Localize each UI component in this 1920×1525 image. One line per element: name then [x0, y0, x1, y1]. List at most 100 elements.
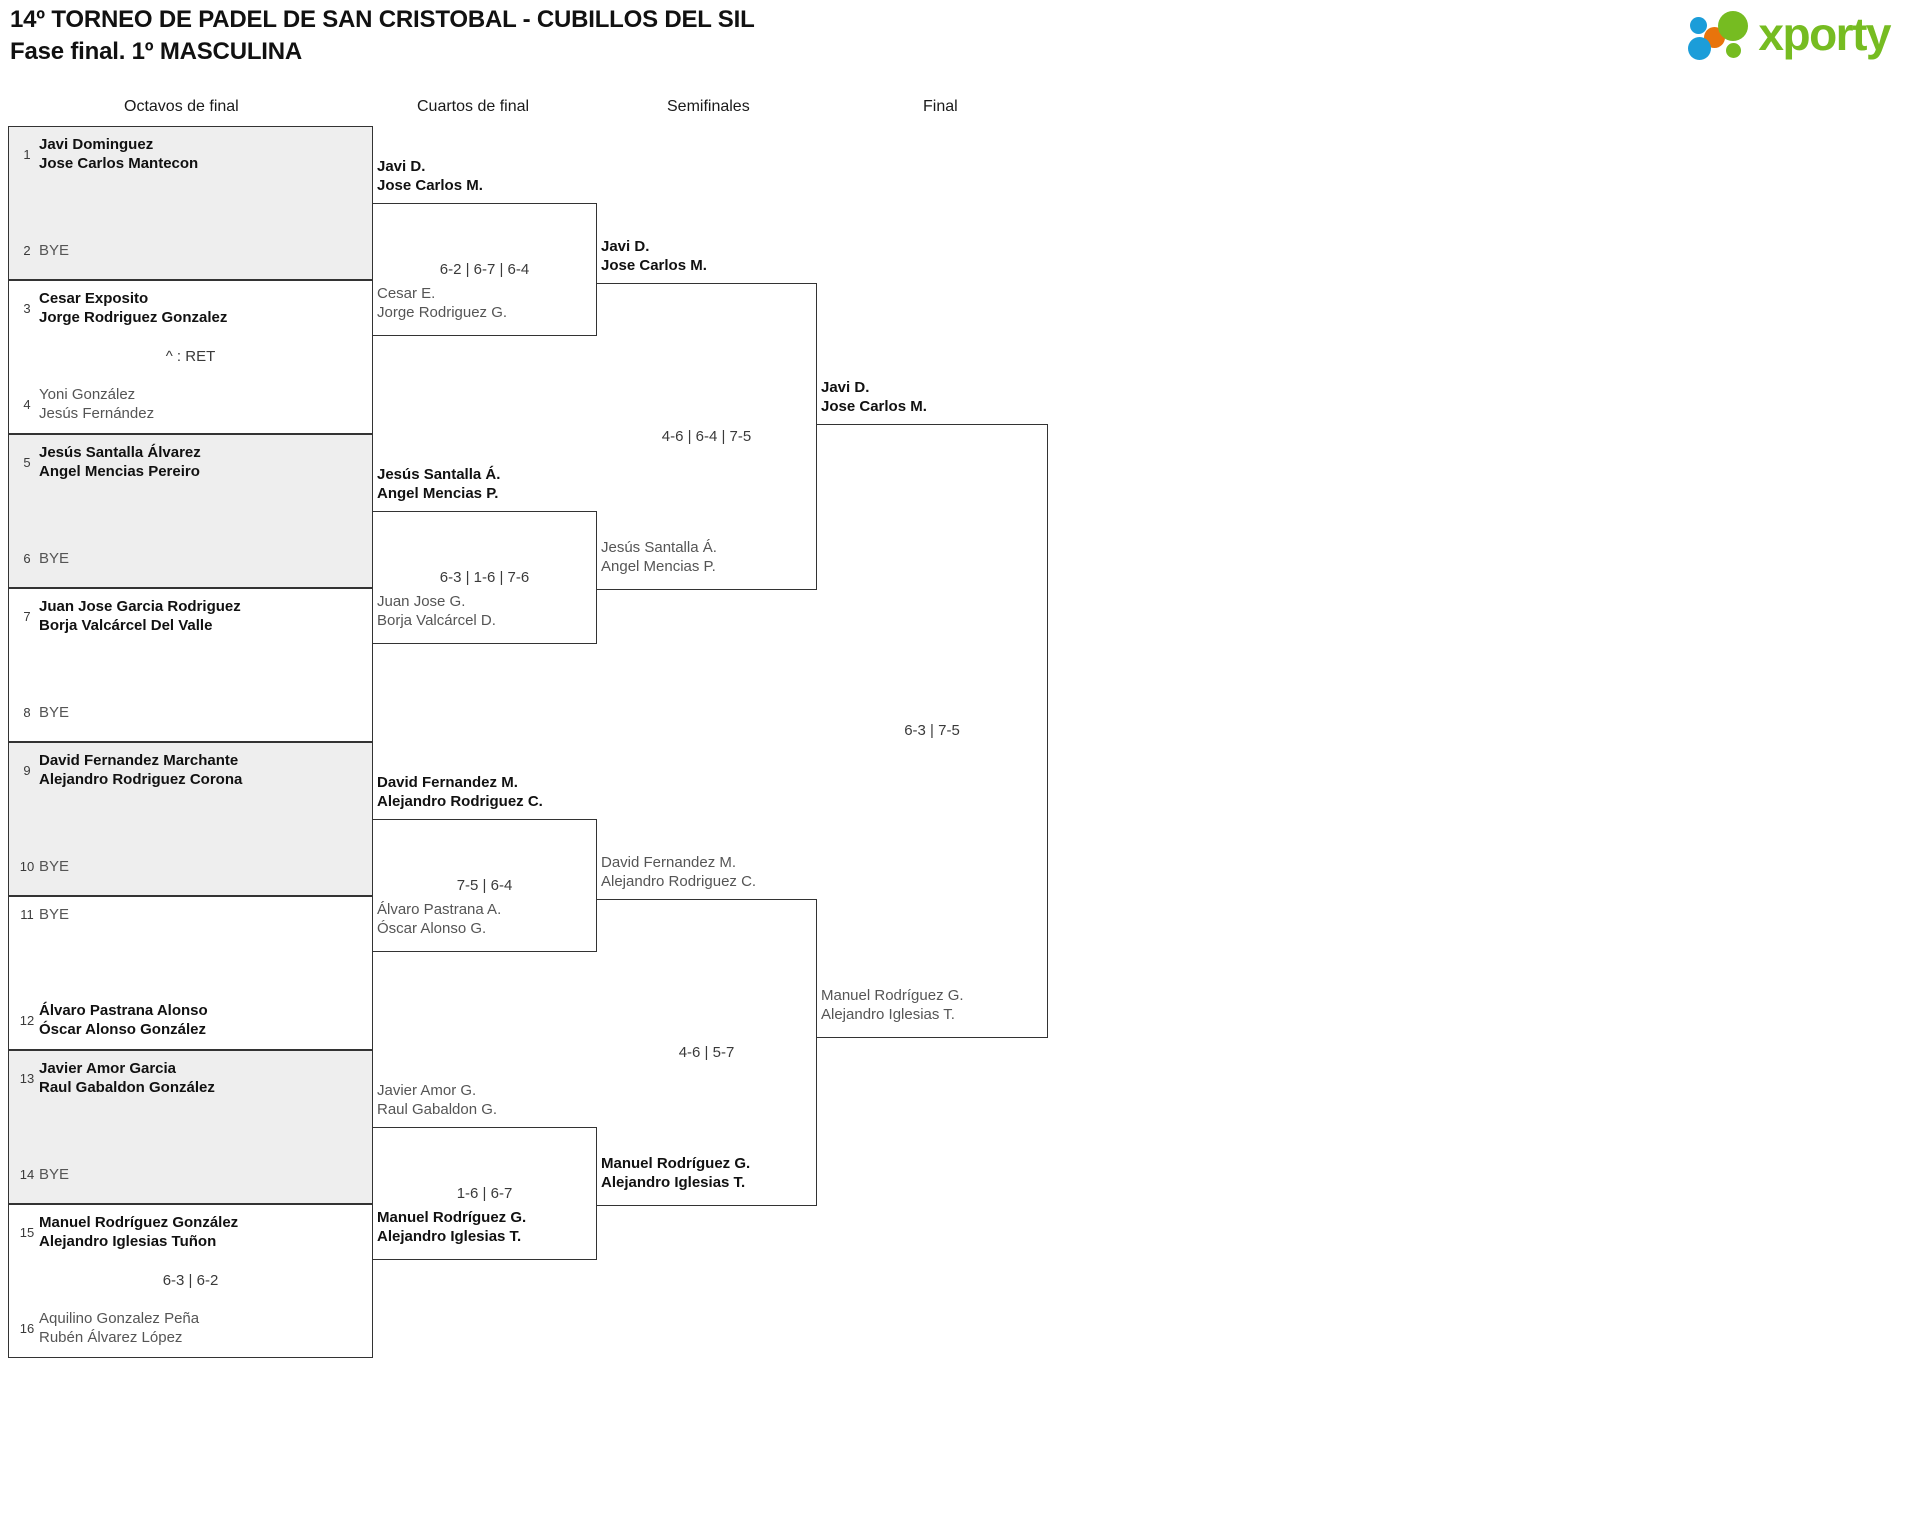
match-score: 6-2 | 6-7 | 6-4: [439, 260, 530, 278]
xporty-logo[interactable]: xporty: [1688, 8, 1891, 60]
seed-number: 10: [19, 859, 35, 874]
player-name: Óscar Alonso G.: [377, 920, 487, 937]
match-connector-box[interactable]: 6-3 | 1-6 | 7-6: [373, 511, 597, 644]
match-score: 7-5 | 6-4: [456, 876, 513, 894]
team-names: Jesús Santalla Á.Angel Mencias P.: [377, 465, 500, 503]
match-connector-box[interactable]: 1-6 | 6-7: [373, 1127, 597, 1260]
match-connector-box[interactable]: 7-5 | 6-4: [373, 819, 597, 952]
player-name: Javi D.: [377, 158, 426, 175]
player-name: Óscar Alonso González: [39, 1021, 206, 1038]
tournament-subtitle: Fase final. 1º MASCULINA: [10, 38, 303, 65]
player-name: Álvaro Pastrana A.: [377, 901, 502, 918]
header-title-block: 14º TORNEO DE PADEL DE SAN CRISTOBAL - C…: [10, 4, 1110, 68]
bye-slot: BYE: [39, 549, 69, 568]
seed-number: 15: [19, 1224, 35, 1240]
logo-dot-blue-top-icon: [1690, 17, 1708, 34]
match-score: 4-6 | 6-4 | 7-5: [661, 427, 752, 445]
round-header-cuartos: Cuartos de final: [417, 98, 530, 115]
player-name: Raul Gabaldon G.: [377, 1101, 498, 1118]
player-name: Alejandro Iglesias T.: [377, 1228, 522, 1245]
match-score: 6-3 | 7-5: [904, 722, 960, 739]
seed-number: 5: [23, 454, 31, 470]
team-names: Cesar E.Jorge Rodriguez G.: [377, 284, 507, 322]
team-names: Álvaro Pastrana A. Óscar Alonso G.: [377, 900, 501, 938]
bye-slot: BYE: [39, 857, 69, 876]
player-name: Jorge Rodriguez Gonzalez: [39, 309, 228, 326]
player-name: Jorge Rodriguez G.: [377, 304, 508, 321]
player-name: Jose Carlos M.: [601, 257, 707, 274]
player-name: BYE: [39, 906, 70, 923]
round-header-semifinales: Semifinales: [667, 98, 750, 115]
player-name: Yoni González: [39, 386, 136, 403]
match-connector-box[interactable]: 6-2 | 6-7 | 6-4: [373, 203, 597, 336]
player-name: David Fernandez Marchante: [39, 752, 239, 769]
seed-number: 14: [19, 1167, 35, 1182]
player-name: BYE: [39, 704, 70, 721]
player-name: Alejandro Iglesias Tuñon: [39, 1233, 217, 1250]
player-name: Jose Carlos Mantecon: [39, 155, 199, 172]
team-names: Manuel Rodríguez G.Alejandro Iglesias T.: [821, 986, 964, 1024]
tournament-title: 14º TORNEO DE PADEL DE SAN CRISTOBAL - C…: [10, 6, 755, 33]
logo-dot-green-large-icon: [1718, 11, 1749, 41]
player-name: Javier Amor Garcia: [39, 1060, 177, 1077]
player-name: Álvaro Pastrana Alonso: [39, 1002, 208, 1019]
team-names: Jesús Santalla Á.Angel Mencias P.: [601, 538, 717, 576]
player-name: BYE: [39, 550, 70, 567]
round-header-final: Final: [923, 98, 958, 115]
team-names: Manuel Rodríguez G.Alejandro Iglesias T.: [377, 1208, 526, 1246]
team-names: Javier Amor G.Raul Gabaldon G.: [377, 1081, 497, 1119]
bye-slot: BYE: [39, 905, 69, 924]
bye-slot: BYE: [39, 703, 69, 722]
player-name: Alejandro Iglesias T.: [601, 1174, 746, 1191]
logo-dot-blue-bottom-icon: [1688, 37, 1712, 60]
team-names: Javi D. Jose Carlos M.: [377, 157, 483, 195]
match-connector-box[interactable]: 6-3 | 7-5: [817, 424, 1048, 1038]
player-name: Jesús Santalla Á.: [377, 466, 501, 483]
seed-number: 12: [19, 1012, 35, 1028]
seed-row-bottom[interactable]: 14 BYE: [9, 1165, 372, 1184]
seed-number: 13: [19, 1070, 35, 1086]
seed-number: 1: [23, 146, 31, 162]
team-names: Juan Jose G.Borja Valcárcel D.: [377, 592, 496, 630]
player-name: Jose Carlos M.: [377, 177, 483, 194]
seed-row-bottom[interactable]: 10 BYE: [9, 857, 372, 876]
seed-number: 7: [23, 608, 31, 624]
player-name: Alejandro Rodriguez Corona: [39, 771, 243, 788]
player-name: BYE: [39, 242, 70, 259]
match-connector-box[interactable]: 4-6 | 5-7: [597, 899, 817, 1206]
bye-slot: BYE: [39, 1165, 69, 1184]
player-name: BYE: [39, 1166, 70, 1183]
player-name: Javi D.: [821, 379, 870, 396]
player-name: Alejandro Rodriguez C.: [601, 873, 757, 890]
match-connector-box[interactable]: 4-6 | 6-4 | 7-5: [597, 283, 817, 590]
player-name: Manuel Rodríguez G.: [821, 987, 964, 1004]
